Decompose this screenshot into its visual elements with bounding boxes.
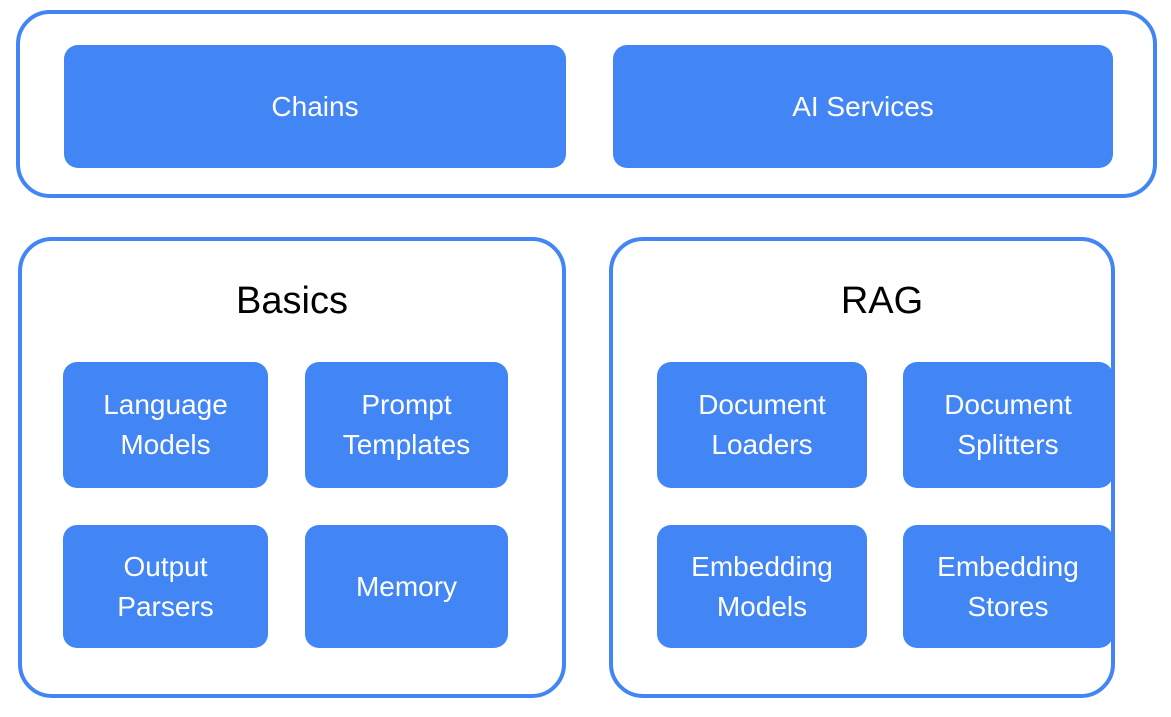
node-output-parsers[interactable]: Output Parsers xyxy=(63,525,268,648)
node-output-parsers-label: Output Parsers xyxy=(117,550,214,622)
group-basics-title: Basics xyxy=(236,280,348,322)
node-ai-services[interactable]: AI Services xyxy=(613,45,1113,168)
node-memory[interactable]: Memory xyxy=(305,525,508,648)
node-language-models-label: Language Models xyxy=(103,389,228,460)
node-prompt-templates-label: Prompt Templates xyxy=(342,389,471,460)
node-document-loaders[interactable]: Document Loaders xyxy=(657,362,867,488)
node-chains-label: Chains xyxy=(271,90,359,122)
group-rag-title: RAG xyxy=(840,280,924,322)
node-language-models[interactable]: Language Models xyxy=(63,362,268,488)
node-memory-label: Memory xyxy=(355,570,458,602)
node-embedding-models[interactable]: Embedding Models xyxy=(657,525,867,648)
node-ai-services-label: AI Services xyxy=(792,90,934,122)
node-document-splitters[interactable]: Document Splitters xyxy=(903,362,1113,488)
node-embedding-stores-label: Embedding Stores xyxy=(937,550,1079,622)
node-chains[interactable]: Chains xyxy=(64,45,566,168)
node-prompt-templates[interactable]: Prompt Templates xyxy=(305,362,508,488)
node-document-loaders-label: Document Loaders xyxy=(698,389,826,460)
node-embedding-stores[interactable]: Embedding Stores xyxy=(903,525,1113,648)
node-embedding-models-label: Embedding Models xyxy=(691,550,833,622)
node-document-splitters-label: Document Splitters xyxy=(944,389,1072,460)
